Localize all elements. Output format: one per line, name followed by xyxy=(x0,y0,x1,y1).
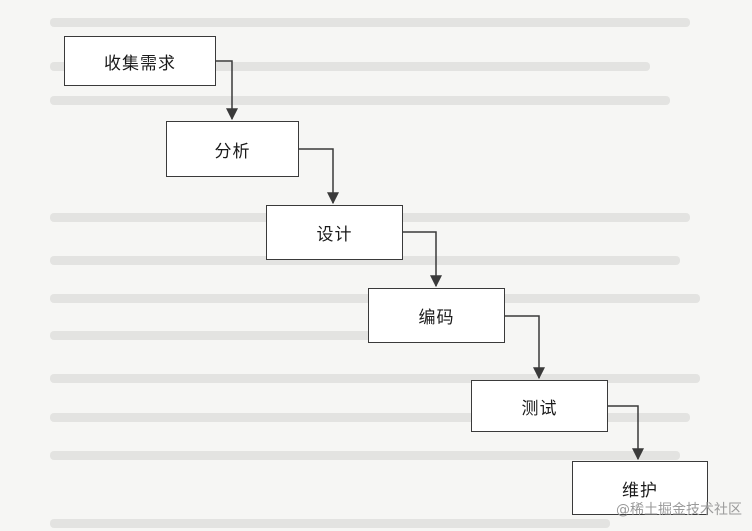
bleed-line xyxy=(50,62,650,71)
step-collect-requirements: 收集需求 xyxy=(64,36,216,86)
step-coding: 编码 xyxy=(368,288,505,343)
bleed-line xyxy=(50,18,690,27)
arrow-2 xyxy=(299,148,339,205)
bleed-line xyxy=(50,96,670,105)
bleed-line xyxy=(50,256,680,265)
arrow-5 xyxy=(608,405,644,461)
watermark: @稀土掘金技术社区 xyxy=(616,502,742,518)
step-design: 设计 xyxy=(266,205,403,260)
bleed-line xyxy=(50,451,680,460)
arrow-4 xyxy=(505,315,545,380)
step-analysis: 分析 xyxy=(166,121,299,177)
arrow-1 xyxy=(216,60,238,121)
bleed-line xyxy=(50,413,690,422)
bleed-line xyxy=(50,374,700,383)
bleed-line xyxy=(50,331,390,340)
step-testing: 测试 xyxy=(471,380,608,432)
arrow-3 xyxy=(403,231,442,288)
bleed-line xyxy=(50,519,610,528)
step-maintenance: 维护 xyxy=(572,461,708,515)
